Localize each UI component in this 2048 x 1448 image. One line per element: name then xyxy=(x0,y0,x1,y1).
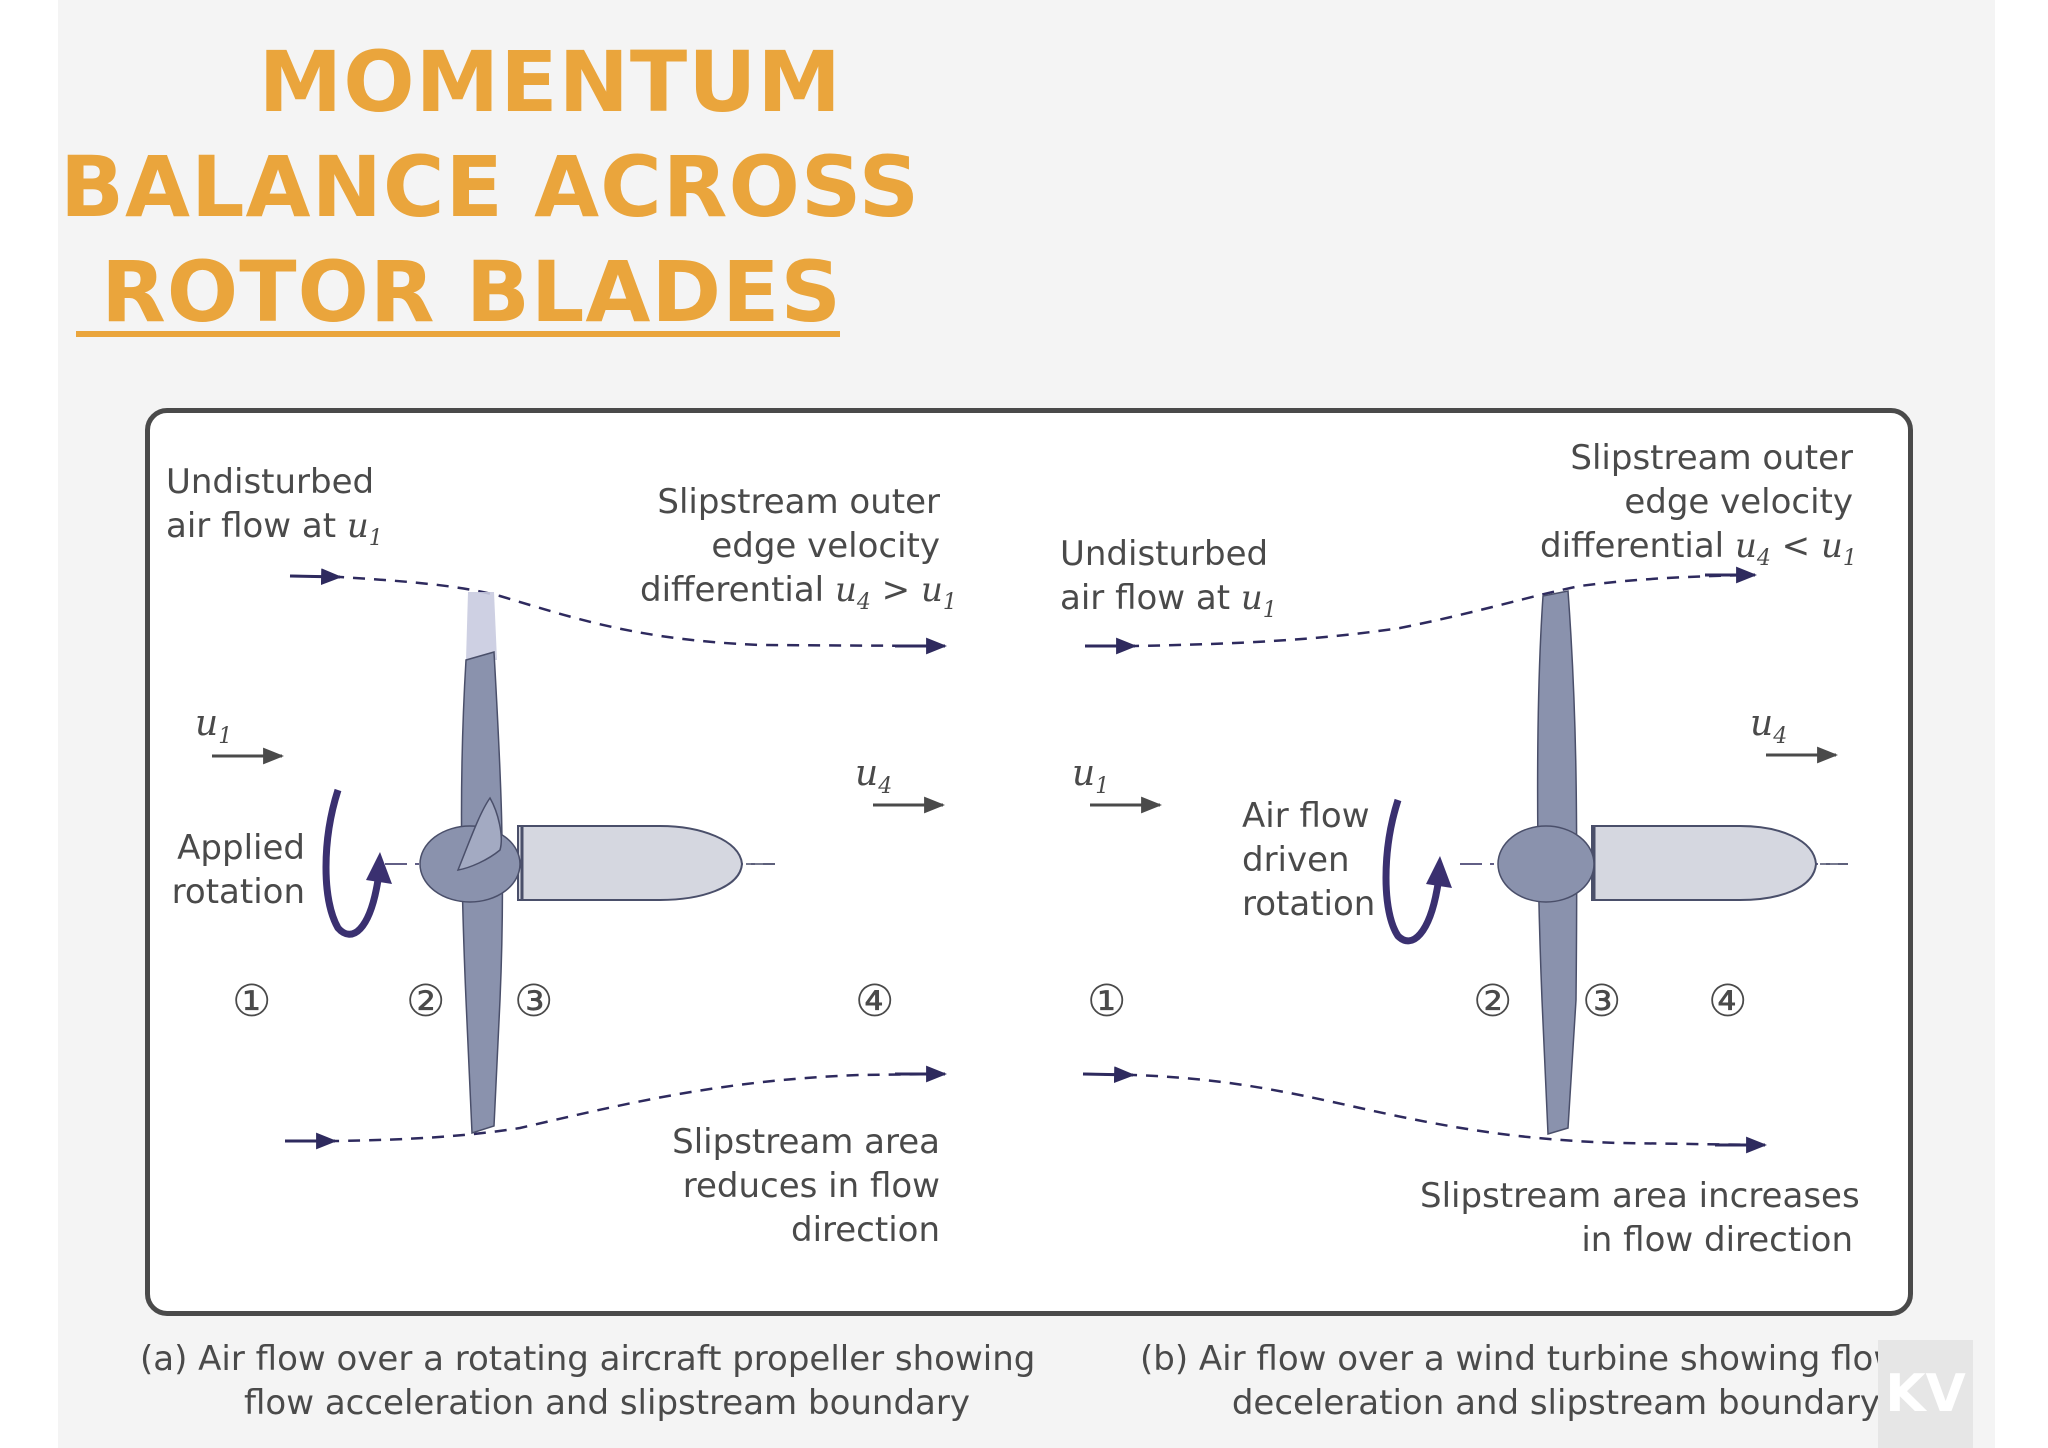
propeller-nacelle xyxy=(517,825,744,901)
title-underline xyxy=(76,331,840,337)
propeller-upper-streamline xyxy=(289,574,941,648)
propeller-edge-var-a: u xyxy=(834,570,857,610)
turbine-undisturbed-line2: air flow at u1 xyxy=(1060,576,1277,633)
propeller-undisturbed-sub: 1 xyxy=(368,525,383,551)
title-line-2: BALANCE ACROSS xyxy=(60,138,921,236)
propeller-edge-line3: differential u4 > u1 xyxy=(640,568,957,625)
propeller-rotation-arrowhead xyxy=(366,852,392,884)
propeller-diagram xyxy=(212,568,948,1150)
turbine-caption-line1: (b) Air flow over a wind turbine showing… xyxy=(1140,1339,1902,1379)
turbine-lower-streamline xyxy=(1082,1072,1766,1147)
turbine-u4-var: u xyxy=(1750,703,1774,744)
turbine-caption: (b) Air flow over a wind turbine showing… xyxy=(1140,1337,1902,1425)
propeller-edge-var-b: u xyxy=(920,570,943,610)
turbine-u4-label: u4 xyxy=(1750,704,1787,757)
turbine-rotation-arrow xyxy=(1382,798,1442,945)
turbine-u1-sub: 1 xyxy=(1095,774,1110,800)
turbine-caption-line2: deceleration and slipstream boundary xyxy=(1231,1383,1880,1423)
turbine-rotation-label: Air flow driven rotation xyxy=(1242,794,1375,926)
turbine-station-3: ③ xyxy=(1582,976,1622,1027)
propeller-u4-label: u4 xyxy=(855,754,892,807)
propeller-area-label: Slipstream area reduces in flow directio… xyxy=(640,1120,940,1252)
propeller-area-line1: Slipstream area xyxy=(672,1122,940,1162)
propeller-blade-ghost xyxy=(466,592,497,660)
propeller-edge-line1: Slipstream outer xyxy=(657,482,940,522)
propeller-station-2: ② xyxy=(406,976,446,1027)
propeller-undisturbed-var: u xyxy=(346,506,369,546)
propeller-area-line3: direction xyxy=(791,1210,940,1250)
propeller-slipstream-edge-label: Slipstream outer edge velocity different… xyxy=(640,480,957,625)
propeller-undisturbed-line1: Undisturbed xyxy=(166,462,375,502)
propeller-station-3: ③ xyxy=(514,976,554,1027)
turbine-nacelle xyxy=(1591,825,1818,901)
turbine-undisturbed-line1: Undisturbed xyxy=(1060,534,1269,574)
page-title: MOMENTUM BALANCE ACROSS ROTOR BLADES xyxy=(60,30,921,345)
propeller-edge-text: differential xyxy=(640,570,835,610)
propeller-caption-line1: (a) Air flow over a rotating aircraft pr… xyxy=(140,1339,1036,1379)
turbine-undisturbed-text: air flow at xyxy=(1060,578,1241,618)
propeller-station-4: ④ xyxy=(855,976,895,1027)
turbine-undisturbed-label: Undisturbed air flow at u1 xyxy=(1060,532,1277,633)
propeller-rotation-label: Applied rotation xyxy=(150,826,305,914)
turbine-rotation-line3: rotation xyxy=(1242,884,1376,924)
propeller-edge-line2: edge velocity xyxy=(711,526,940,566)
turbine-rotation-arrowhead xyxy=(1426,856,1452,888)
propeller-undisturbed-line2: air flow at u1 xyxy=(166,504,383,561)
turbine-slipstream-edge-label: Slipstream outer edge velocity different… xyxy=(1540,436,1857,581)
propeller-rotation-arrow xyxy=(322,788,382,938)
turbine-diagram xyxy=(1082,566,1848,1154)
turbine-edge-line3: differential u4 < u1 xyxy=(1540,524,1857,581)
turbine-undisturbed-sub: 1 xyxy=(1262,597,1277,623)
propeller-undisturbed-label: Undisturbed air flow at u1 xyxy=(166,460,383,561)
turbine-lower-inlet-arrow xyxy=(1082,1066,1136,1084)
turbine-u4-sub: 4 xyxy=(1773,724,1788,750)
turbine-undisturbed-var: u xyxy=(1240,578,1263,618)
propeller-u4-sub: 4 xyxy=(878,774,893,800)
turbine-edge-text: differential xyxy=(1540,526,1735,566)
propeller-spinner-blade xyxy=(456,796,502,871)
propeller-u1-label: u1 xyxy=(195,704,232,757)
propeller-area-line2: reduces in flow xyxy=(682,1166,940,1206)
turbine-edge-sub-a: 4 xyxy=(1756,545,1771,571)
turbine-edge-line1: Slipstream outer xyxy=(1570,438,1853,478)
turbine-u1-label: u1 xyxy=(1072,754,1109,807)
turbine-station-1: ① xyxy=(1087,976,1127,1027)
propeller-edge-sub-a: 4 xyxy=(856,589,871,615)
propeller-rotation-line2: rotation xyxy=(171,872,305,912)
propeller-u1-var: u xyxy=(195,703,219,744)
title-line-3: ROTOR BLADES xyxy=(101,243,842,341)
turbine-station-4: ④ xyxy=(1708,976,1748,1027)
propeller-u1-sub: 1 xyxy=(218,724,233,750)
turbine-u1-var: u xyxy=(1072,753,1096,794)
turbine-edge-line2: edge velocity xyxy=(1624,482,1853,522)
turbine-edge-op: < xyxy=(1770,526,1821,566)
turbine-edge-var-a: u xyxy=(1734,526,1757,566)
propeller-rotation-line1: Applied xyxy=(177,828,305,868)
propeller-undisturbed-text: air flow at xyxy=(166,506,347,546)
watermark-logo: KV xyxy=(1878,1340,1973,1448)
propeller-caption-line2: flow acceleration and slipstream boundar… xyxy=(243,1383,970,1423)
turbine-edge-sub-b: 1 xyxy=(1842,545,1857,571)
propeller-edge-sub-b: 1 xyxy=(942,589,957,615)
turbine-rotation-line2: driven xyxy=(1242,840,1350,880)
propeller-u4-var: u xyxy=(855,753,879,794)
propeller-station-1: ① xyxy=(232,976,272,1027)
turbine-area-line1: Slipstream area increases xyxy=(1420,1176,1860,1216)
turbine-area-label: Slipstream area increases in flow direct… xyxy=(1420,1174,1860,1262)
propeller-edge-op: > xyxy=(870,570,921,610)
title-line-1: MOMENTUM xyxy=(258,33,842,131)
turbine-rotation-line1: Air flow xyxy=(1242,796,1370,836)
propeller-caption: (a) Air flow over a rotating aircraft pr… xyxy=(140,1337,1036,1425)
propeller-upper-inlet-arrow xyxy=(289,568,343,586)
turbine-area-line2: in flow direction xyxy=(1581,1220,1853,1260)
propeller-lower-streamline xyxy=(285,1072,946,1143)
turbine-station-2: ② xyxy=(1473,976,1513,1027)
turbine-hub xyxy=(1497,825,1595,903)
turbine-edge-var-b: u xyxy=(1820,526,1843,566)
